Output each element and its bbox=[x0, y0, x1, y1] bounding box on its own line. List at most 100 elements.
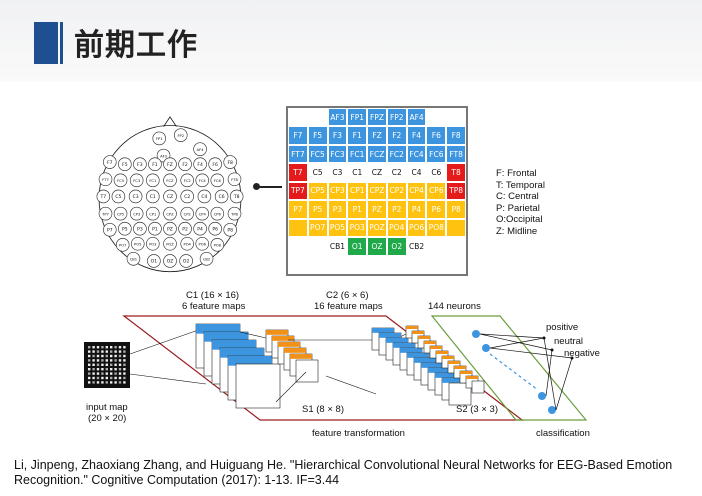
electrode-cp1: CP1 bbox=[146, 206, 160, 221]
grid-cell bbox=[327, 255, 348, 274]
grid-cell bbox=[446, 108, 466, 127]
svg-text:P8: P8 bbox=[227, 227, 233, 233]
title-accent-bar bbox=[34, 22, 58, 64]
electrode-p8: P8 bbox=[223, 223, 237, 237]
classification-label: classification bbox=[536, 428, 590, 439]
grid-cell: C6 bbox=[426, 163, 447, 182]
svg-text:O1: O1 bbox=[151, 259, 158, 265]
grid-cell: PO5 bbox=[327, 218, 348, 238]
svg-text:T8: T8 bbox=[233, 194, 240, 200]
grid-cell: FC2 bbox=[386, 144, 407, 164]
svg-text:P6: P6 bbox=[212, 226, 218, 232]
grid-cell: FT8 bbox=[446, 144, 466, 164]
electrode-p7: P7 bbox=[103, 223, 117, 237]
classification-frame bbox=[430, 315, 588, 421]
electrode-cz: CZ bbox=[163, 189, 177, 204]
svg-text:CP5: CP5 bbox=[117, 212, 124, 216]
grid-cell bbox=[347, 255, 368, 274]
grid-cell: P7 bbox=[288, 200, 308, 219]
svg-text:PO3: PO3 bbox=[149, 242, 157, 246]
svg-text:P4: P4 bbox=[197, 226, 203, 232]
grid-cell: CP5 bbox=[307, 181, 328, 201]
neuron bbox=[482, 344, 490, 352]
grid-cell: CP6 bbox=[426, 181, 447, 201]
electrode-po3: PO3 bbox=[146, 236, 160, 251]
electrode-po8: PO8 bbox=[210, 238, 225, 252]
legend-frontal: F: Frontal bbox=[496, 168, 537, 179]
electrode-c5: C5 bbox=[111, 189, 126, 204]
grid-cell: AF4 bbox=[406, 108, 427, 127]
svg-text:C6: C6 bbox=[219, 194, 225, 200]
grid-cell: FT7 bbox=[288, 144, 308, 164]
electrode-fp1: FP1 bbox=[152, 131, 167, 146]
svg-text:TP7: TP7 bbox=[101, 212, 109, 216]
electrode-fc2: FC2 bbox=[180, 173, 194, 188]
electrode-o1: O1 bbox=[147, 254, 161, 268]
grid-cell: TP8 bbox=[446, 181, 466, 201]
svg-text:CP4: CP4 bbox=[199, 212, 207, 216]
legend-midline: Z: Midline bbox=[496, 225, 538, 237]
electrode-po7: PO7 bbox=[115, 238, 130, 252]
legend-central: C: Central bbox=[496, 191, 539, 203]
input-size: (20 × 20) bbox=[88, 413, 126, 424]
neuron bbox=[548, 406, 556, 414]
header-band bbox=[0, 0, 702, 82]
electrode-fcz: FCZ bbox=[163, 173, 177, 188]
grid-cell bbox=[446, 218, 466, 238]
grid-cell: FC6 bbox=[426, 144, 447, 164]
svg-text:FT7: FT7 bbox=[102, 178, 109, 182]
svg-text:F6: F6 bbox=[212, 162, 218, 168]
c1-feature-maps bbox=[195, 323, 281, 409]
grid-cell: CP2 bbox=[386, 181, 407, 201]
svg-text:FC3: FC3 bbox=[133, 179, 141, 183]
grid-cell: POZ bbox=[367, 218, 387, 238]
electrode-fc6: FC6 bbox=[210, 173, 225, 188]
svg-text:P2: P2 bbox=[182, 226, 188, 232]
grid-cell: OZ bbox=[367, 237, 387, 256]
electrode-f4: F4 bbox=[193, 157, 207, 171]
grid-cell bbox=[426, 108, 447, 127]
grid-cell bbox=[288, 255, 308, 274]
svg-text:F1: F1 bbox=[152, 162, 158, 168]
electrode-c2: C2 bbox=[180, 189, 194, 204]
legend-occipital: O:Occipital bbox=[496, 214, 543, 226]
input-c1-connections bbox=[129, 327, 207, 385]
svg-text:P3: P3 bbox=[137, 226, 143, 232]
grid-cell bbox=[446, 255, 466, 274]
electrode-pz: PZ bbox=[163, 221, 177, 236]
grid-cell: FC3 bbox=[327, 144, 348, 164]
svg-text:P5: P5 bbox=[122, 226, 128, 232]
grid-cell bbox=[288, 237, 308, 256]
electrode-fp2: FP2 bbox=[173, 128, 188, 142]
grid-cell: FC5 bbox=[307, 144, 328, 164]
grid-cell: F1 bbox=[347, 126, 368, 145]
s2-label: S2 (3 × 3) bbox=[456, 404, 498, 415]
svg-text:AF3: AF3 bbox=[160, 154, 168, 158]
grid-cell: F2 bbox=[386, 126, 407, 145]
grid-cell: O1 bbox=[347, 237, 368, 256]
electrode-c3: C3 bbox=[128, 189, 143, 204]
svg-text:PO6: PO6 bbox=[199, 242, 207, 246]
svg-text:PO5: PO5 bbox=[134, 242, 141, 246]
grid-cell: CP4 bbox=[406, 181, 427, 201]
grid-cell: FPZ bbox=[367, 108, 387, 127]
electrode-p6: P6 bbox=[208, 221, 222, 236]
grid-cell: CZ bbox=[367, 163, 387, 182]
grid-cell: FP1 bbox=[347, 108, 368, 127]
input-label: input map bbox=[86, 402, 128, 413]
electrode-ft7: FT7 bbox=[98, 172, 113, 187]
grid-cell: PZ bbox=[367, 200, 387, 219]
output-connections bbox=[479, 333, 573, 411]
grid-cell bbox=[406, 255, 427, 274]
grid-cell: PO8 bbox=[426, 218, 447, 238]
grid-cell: FC1 bbox=[347, 144, 368, 164]
grid-cell bbox=[288, 218, 308, 238]
grid-cell: F4 bbox=[406, 126, 427, 145]
svg-text:P7: P7 bbox=[107, 227, 113, 233]
grid-cell: F8 bbox=[446, 126, 466, 145]
svg-text:T7: T7 bbox=[100, 194, 107, 200]
electrode-ft8: FT8 bbox=[227, 172, 242, 187]
svg-text:FC5: FC5 bbox=[117, 179, 124, 183]
svg-text:FT8: FT8 bbox=[231, 178, 238, 182]
